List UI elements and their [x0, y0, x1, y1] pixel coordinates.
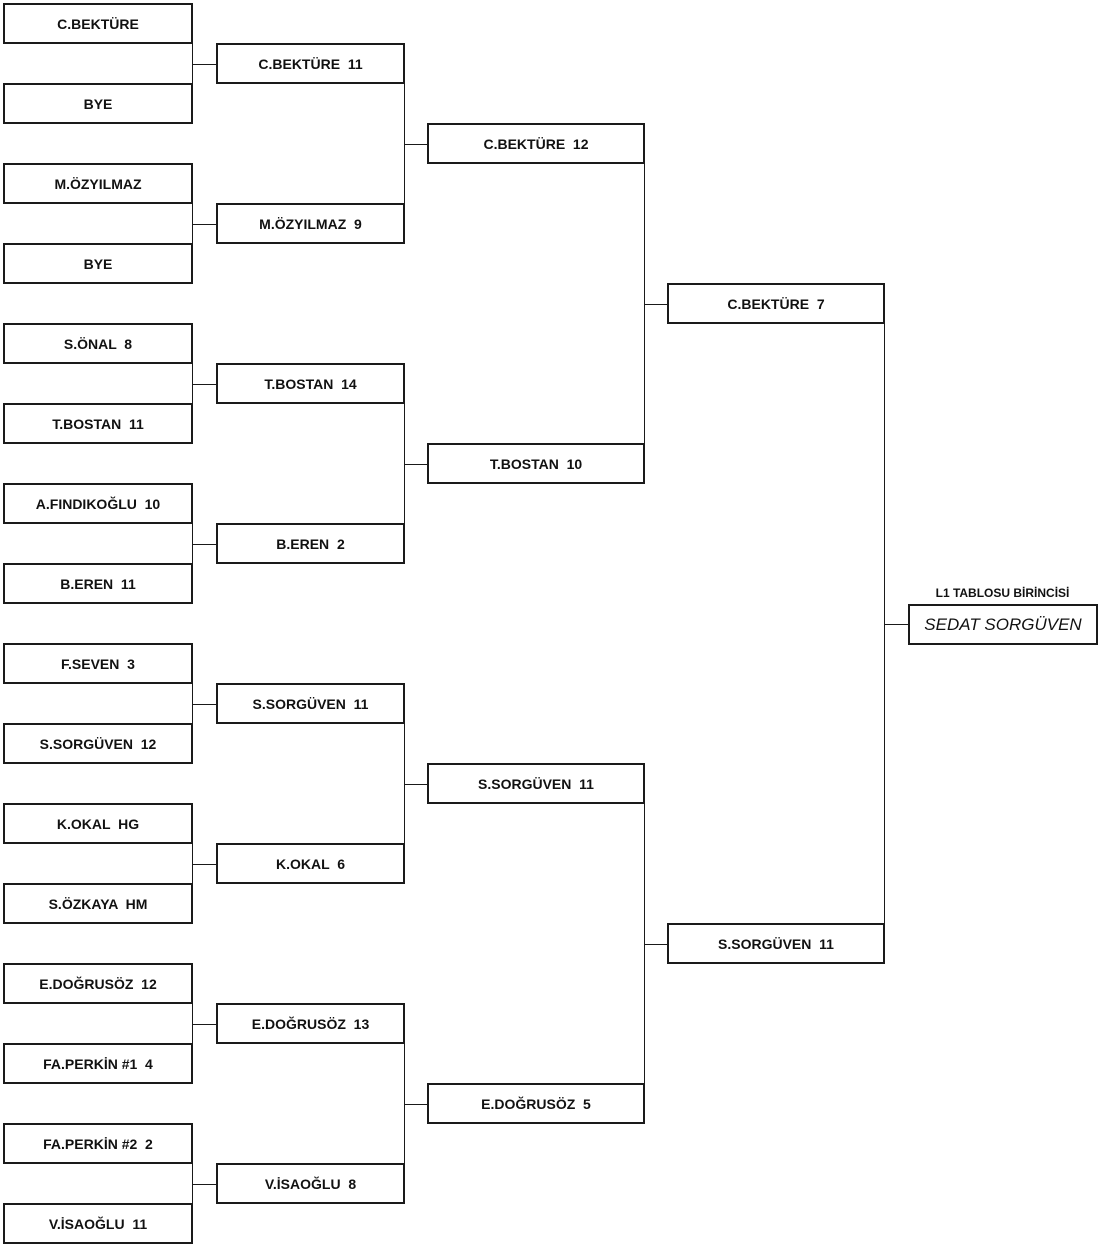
champion-title: L1 TABLOSU BİRİNCİSİ [935, 586, 1070, 600]
round1-slot-4: BYE [3, 243, 193, 284]
round2-slot-7: E.DOĞRUSÖZ 13 [216, 1003, 405, 1044]
round3-slot-4: E.DOĞRUSÖZ 5 [427, 1083, 645, 1124]
round1-slot-12: S.ÖZKAYA HM [3, 883, 193, 924]
round2-slot-4: B.EREN 2 [216, 523, 405, 564]
round2-slot-5: S.SORGÜVEN 11 [216, 683, 405, 724]
round2-slot-1: C.BEKTÜRE 11 [216, 43, 405, 84]
round1-slot-13: E.DOĞRUSÖZ 12 [3, 963, 193, 1004]
round2-slot-8: V.İSAOĞLU 8 [216, 1163, 405, 1204]
round3-slot-2: T.BOSTAN 10 [427, 443, 645, 484]
round1-slot-6: T.BOSTAN 11 [3, 403, 193, 444]
round1-slot-16: V.İSAOĞLU 11 [3, 1203, 193, 1244]
round1-slot-3: M.ÖZYILMAZ [3, 163, 193, 204]
round1-slot-7: A.FINDIKOĞLU 10 [3, 483, 193, 524]
round2-slot-6: K.OKAL 6 [216, 843, 405, 884]
round1-slot-1: C.BEKTÜRE [3, 3, 193, 44]
round1-slot-14: FA.PERKİN #1 4 [3, 1043, 193, 1084]
round2-slot-2: M.ÖZYILMAZ 9 [216, 203, 405, 244]
round1-slot-9: F.SEVEN 3 [3, 643, 193, 684]
round3-slot-1: C.BEKTÜRE 12 [427, 123, 645, 164]
round4-slot-1: C.BEKTÜRE 7 [667, 283, 885, 324]
round4-slot-2: S.SORGÜVEN 11 [667, 923, 885, 964]
champion-box: SEDAT SORGÜVEN [908, 604, 1098, 645]
round3-slot-3: S.SORGÜVEN 11 [427, 763, 645, 804]
round1-slot-5: S.ÖNAL 8 [3, 323, 193, 364]
round1-slot-8: B.EREN 11 [3, 563, 193, 604]
round1-slot-11: K.OKAL HG [3, 803, 193, 844]
round2-slot-3: T.BOSTAN 14 [216, 363, 405, 404]
round1-slot-15: FA.PERKİN #2 2 [3, 1123, 193, 1164]
round1-slot-10: S.SORGÜVEN 12 [3, 723, 193, 764]
round1-slot-2: BYE [3, 83, 193, 124]
